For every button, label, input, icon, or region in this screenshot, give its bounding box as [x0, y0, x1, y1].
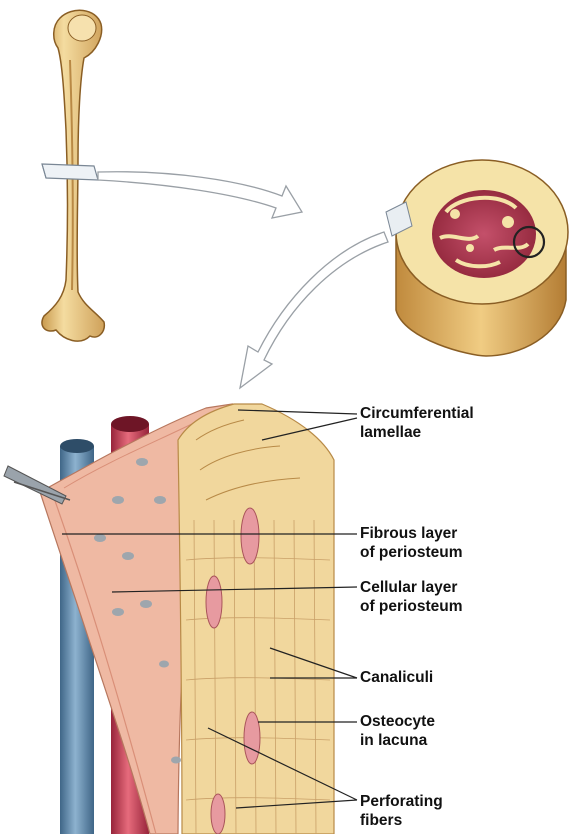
- arrow-section-to-detail: [240, 232, 388, 388]
- label-fibrous-layer: Fibrous layer of periosteum: [360, 524, 462, 562]
- compact-bone: [178, 404, 334, 834]
- bone-detail-block: [4, 404, 334, 834]
- bone-cross-section: [386, 160, 568, 356]
- label-osteocyte: Osteocyte in lacuna: [360, 712, 435, 750]
- label-perforating-fibers: Perforating fibers: [360, 792, 443, 830]
- label-circumferential-lamellae: Circumferential lamellae: [360, 404, 474, 442]
- label-canaliculi: Canaliculi: [360, 668, 433, 687]
- section-marker: [42, 164, 98, 180]
- label-cellular-layer: Cellular layer of periosteum: [360, 578, 462, 616]
- arrow-bone-to-section: [98, 172, 302, 218]
